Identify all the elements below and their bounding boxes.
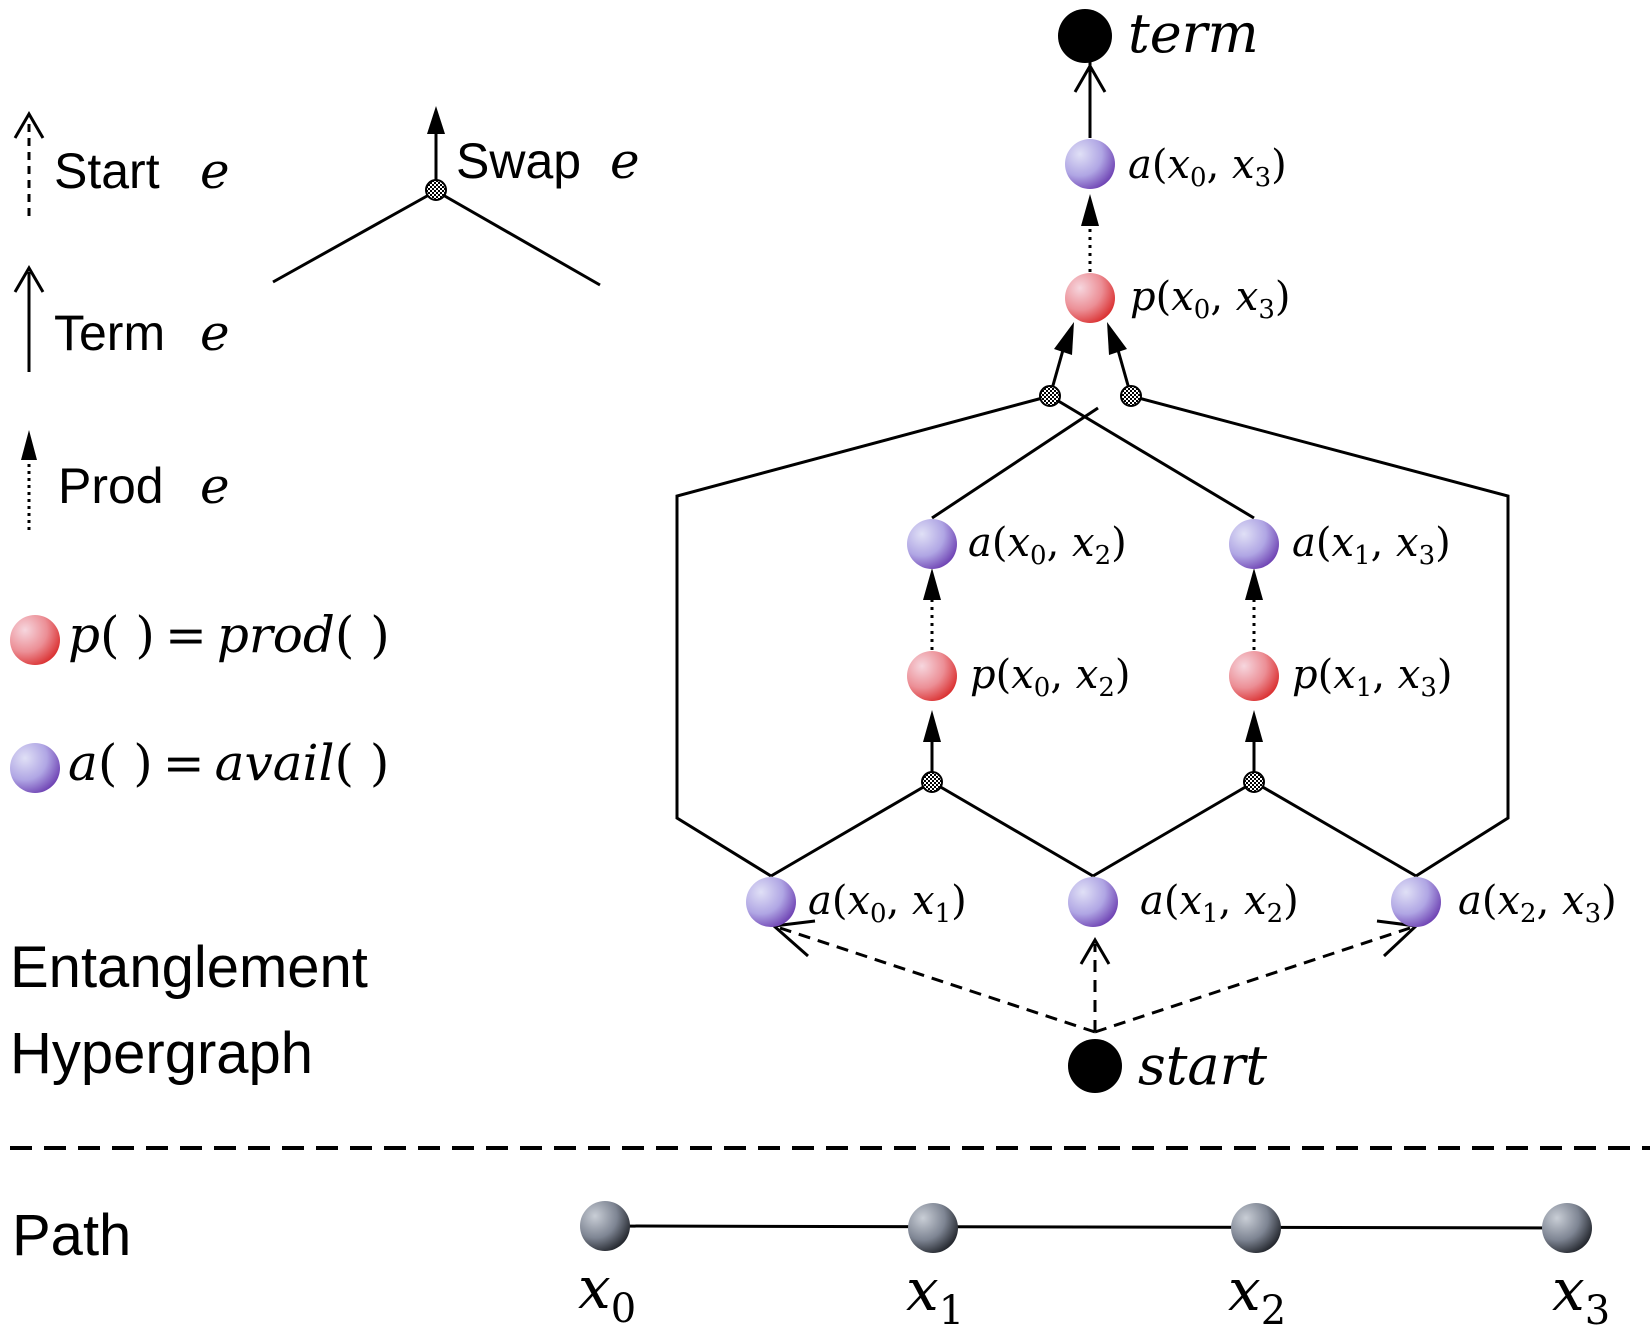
avail-node-x0-x3-label: a(x0, x3) <box>1128 142 1287 193</box>
prod-node-icon <box>10 615 60 665</box>
legend-start-label: Start <box>54 143 160 199</box>
start-node <box>1068 1039 1122 1093</box>
hyperedge-junction-icon <box>425 179 447 201</box>
swap-edge-a01-outer-branch <box>675 394 1051 878</box>
swap-edge-a02-branch <box>931 406 1099 520</box>
path-graph: x0 x1 x2 x3 <box>578 1201 1610 1332</box>
path-label-x1: x1 <box>906 1256 964 1332</box>
prod-node-x0-x2 <box>907 651 957 701</box>
legend-start-edge-symbol: e <box>200 142 230 200</box>
hypergraph-nodes: term start a(x0, x3) p(x0, x3) a(x0, x2)… <box>746 2 1617 1097</box>
open-arrowhead-icon <box>1079 937 1111 965</box>
path-node-x0 <box>580 1201 630 1251</box>
legend: Start e Swap e Term e Prod e <box>10 106 640 793</box>
avail-node-x0-x1-label: a(x0, x1) <box>808 878 967 929</box>
open-arrowhead-icon <box>1073 62 1107 93</box>
filled-arrowhead-icon <box>1245 710 1263 742</box>
hyperedge-junction-icon <box>921 771 943 793</box>
avail-node-x1-x2-label: a(x1, x2) <box>1140 878 1299 929</box>
avail-node-x0-x2 <box>907 519 957 569</box>
avail-node-x0-x2-label: a(x0, x2) <box>968 520 1127 571</box>
filled-arrowhead-icon <box>1081 194 1099 226</box>
avail-node-x1-x3-label: a(x1, x3) <box>1292 520 1451 571</box>
filled-arrowhead-icon <box>923 710 941 742</box>
path-node-x3 <box>1542 1203 1592 1253</box>
open-arrowhead-icon <box>13 111 45 139</box>
avail-node-x0-x3 <box>1065 139 1115 189</box>
swap-edge-a23-branch <box>1253 780 1417 878</box>
swap-right-branch <box>435 189 601 287</box>
section-label-entanglement: Entanglement <box>10 935 368 1000</box>
filled-arrowhead-icon <box>1245 568 1263 600</box>
filled-arrowhead-icon <box>923 568 941 600</box>
avail-node-x1-x3 <box>1229 519 1279 569</box>
filled-arrowhead-icon <box>427 106 445 134</box>
section-label-hypergraph: Hypergraph <box>10 1021 313 1086</box>
prod-definition-text: p( )=prod( ) <box>68 606 390 664</box>
path-label-x2: x2 <box>1228 1256 1286 1332</box>
avail-node-x2-x3 <box>1391 877 1441 927</box>
avail-node-x0-x1 <box>746 877 796 927</box>
path-node-x1 <box>908 1203 958 1253</box>
hyperedge-junction-icon <box>1039 385 1061 407</box>
swap-edge-a12-branch-left <box>931 780 1094 878</box>
path-line <box>604 1224 1568 1230</box>
path-label-x3: x3 <box>1552 1256 1610 1332</box>
avail-definition-text: a( )=avail( ) <box>68 734 389 792</box>
swap-edge-a23-outer-branch <box>1130 394 1510 878</box>
legend-swap-edge: Swap e <box>272 106 640 287</box>
legend-prod-label: Prod <box>58 458 164 514</box>
filled-arrowhead-icon <box>21 430 37 460</box>
hyperedge-junction-icon <box>1243 771 1265 793</box>
start-edge-to-a01 <box>779 926 1096 1034</box>
term-label: term <box>1128 2 1259 65</box>
path-label-x0: x0 <box>578 1254 636 1332</box>
swap-edge-a12-branch-right <box>1092 780 1255 878</box>
section-label-path: Path <box>12 1203 131 1268</box>
hypergraph-edges <box>675 62 1510 1034</box>
legend-prod-definition: p( )=prod( ) <box>10 606 390 665</box>
prod-node-x1-x3-label: p(x1, x3) <box>1292 652 1452 703</box>
avail-node-x2-x3-label: a(x2, x3) <box>1458 878 1617 929</box>
legend-prod-edge-symbol: e <box>200 457 230 515</box>
legend-term-label: Term <box>54 305 165 361</box>
swap-edge-a13-branch <box>1049 394 1255 520</box>
swap-edge-a01-branch <box>770 780 933 878</box>
legend-prod-edge: Prod e <box>21 430 230 530</box>
start-edge-to-a23 <box>1094 926 1411 1034</box>
avail-node-x1-x2 <box>1068 877 1118 927</box>
legend-term-edge-symbol: e <box>200 304 230 362</box>
legend-avail-definition: a( )=avail( ) <box>10 734 389 793</box>
avail-node-icon <box>10 743 60 793</box>
legend-term-edge: Term e <box>13 265 230 372</box>
prod-node-x0-x2-label: p(x0, x2) <box>970 652 1130 703</box>
prod-node-x0-x3 <box>1065 273 1115 323</box>
open-arrowhead-icon <box>13 265 45 293</box>
swap-left-branch <box>272 189 437 284</box>
prod-node-x0-x3-label: p(x0, x3) <box>1130 274 1290 325</box>
legend-swap-edge-symbol: e <box>610 132 640 190</box>
filled-arrowhead-icon <box>1054 322 1074 355</box>
hyperedge-junction-icon <box>1120 385 1142 407</box>
prod-node-x1-x3 <box>1229 651 1279 701</box>
legend-swap-label: Swap <box>456 133 581 189</box>
term-node <box>1058 9 1112 63</box>
path-node-x2 <box>1231 1203 1281 1253</box>
start-label: start <box>1138 1034 1267 1097</box>
legend-start-edge: Start e <box>13 111 230 216</box>
filled-arrowhead-icon <box>1107 322 1127 355</box>
